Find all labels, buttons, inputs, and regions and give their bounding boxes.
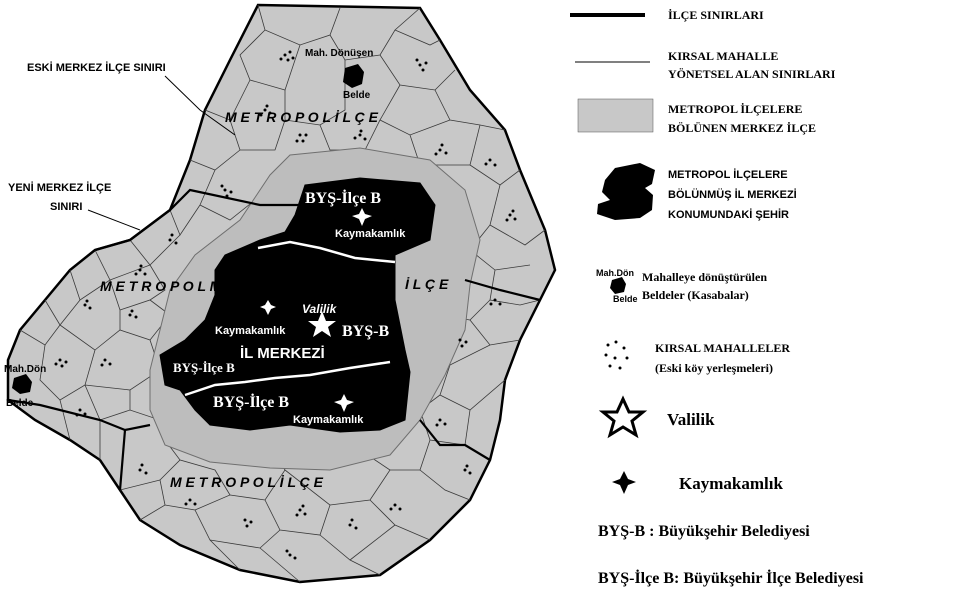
legend-valilik: Valilik	[667, 410, 715, 429]
legend-metropol-swatch	[577, 98, 654, 133]
legend-ilce-sinirlari: İLÇE SINIRLARI	[668, 8, 764, 22]
legend-kirsal-siniri-1: KIRSAL MAHALLE	[668, 49, 778, 63]
kaymakamlik-label-bottom: Kaymakamlık	[293, 414, 364, 426]
belde-label-left: Belde	[6, 398, 34, 409]
rural-cell-boundaries	[19, 4, 546, 583]
metropol-ilce-label-top: M E T R O P O L İ L Ç E	[225, 109, 379, 125]
valilik-label: Valilik	[302, 302, 338, 316]
belde-label-top: Belde	[343, 90, 371, 101]
legend-mah-icon-label: Mah.Dön	[596, 268, 634, 278]
legend-kirsal-siniri-2: YÖNETSEL ALAN SINIRLARI	[668, 67, 836, 81]
legend-metropol-2: BÖLÜNEN MERKEZ İLÇE	[668, 121, 816, 135]
city-center-block	[159, 177, 436, 433]
legend-mahalle-text-2: Beldeler (Kasabalar)	[642, 288, 749, 302]
legend-metropol-1: METROPOL İLÇELERE	[668, 102, 802, 116]
legend-valilik-star-icon	[598, 395, 648, 439]
legend-sehir-1: METROPOL İLÇELERE	[668, 168, 788, 181]
belde-blob-top	[343, 64, 364, 88]
bys-ilce-b-label-bottom: BYŞ-İlçe B	[213, 392, 289, 411]
metropol-merkez-ilce-label-b: İ L Ç E	[405, 276, 449, 292]
kaymakamlik-label-mid: Kaymakamlık	[215, 325, 286, 337]
rural-settlement-dots	[54, 50, 517, 560]
il-merkezi-label: İL MERKEZİ	[240, 345, 325, 362]
mah-don-label-left: Mah.Dön	[4, 364, 46, 375]
legend-kaymakamlik-icon	[612, 471, 636, 494]
legend-sehir-2: BÖLÜNMÜŞ İL MERKEZİ	[668, 188, 797, 201]
legend-mahalle-text: Mahalleye dönüştürülen	[642, 270, 767, 284]
mah-donusen-label-top: Mah. Dönüşen	[305, 48, 373, 59]
kaymakamlik-icon-mid	[260, 300, 276, 315]
yeni-merkez-ilce-label: YENİ MERKEZ İLÇE	[8, 181, 111, 194]
belde-blob-left	[12, 374, 32, 394]
legend-rural-dots	[604, 340, 629, 370]
district-boundaries	[7, 188, 541, 491]
legend-kirsal-mah-1: KIRSAL MAHALLELER	[655, 341, 790, 355]
metropol-ilce-label-bottom: M E T R O P O L İ L Ç E	[170, 474, 324, 490]
legend-kaymakamlik: Kaymakamlık	[679, 474, 783, 493]
yeni-merkez-siniri-label: SINIRI	[50, 201, 82, 213]
bys-b-label: BYŞ-B	[342, 323, 389, 340]
kaymakamlik-label-top: Kaymakamlık	[335, 228, 406, 240]
bys-ilce-b-label-mid: BYŞ-İlçe B	[173, 360, 235, 375]
kaymakamlik-icon-top	[352, 208, 372, 226]
legend-bys-b: BYŞ-B : Büyükşehir Belediyesi	[598, 523, 810, 540]
metropol-merkez-ilce-label: M E T R O P O L M E R K E Z	[100, 278, 289, 294]
legend-sehir-3: KONUMUNDAKİ ŞEHİR	[668, 208, 789, 221]
legend-belde-blob	[610, 277, 626, 294]
legend-bys-ilce-b: BYŞ-İlçe B: Büyükşehir İlçe Belediyesi	[598, 568, 864, 587]
eski-merkez-ilce-siniri-label: ESKİ MERKEZ İLÇE SINIRI	[27, 61, 166, 74]
legend-city-blob	[597, 163, 655, 220]
kaymakamlik-icon-bottom	[334, 394, 354, 412]
bys-ilce-b-label-top: BYŞ-İlçe B	[305, 188, 381, 207]
inner-city-boundaries	[184, 240, 396, 397]
valilik-star-icon	[308, 311, 336, 337]
legend: İLÇE SINIRLARI KIRSAL MAHALLE YÖNETSEL A…	[570, 8, 864, 587]
leader-lines	[87, 75, 236, 231]
legend-kirsal-mah-2: (Eski köy yerleşmeleri)	[655, 361, 773, 375]
legend-belde-icon-label: Belde	[613, 294, 638, 304]
